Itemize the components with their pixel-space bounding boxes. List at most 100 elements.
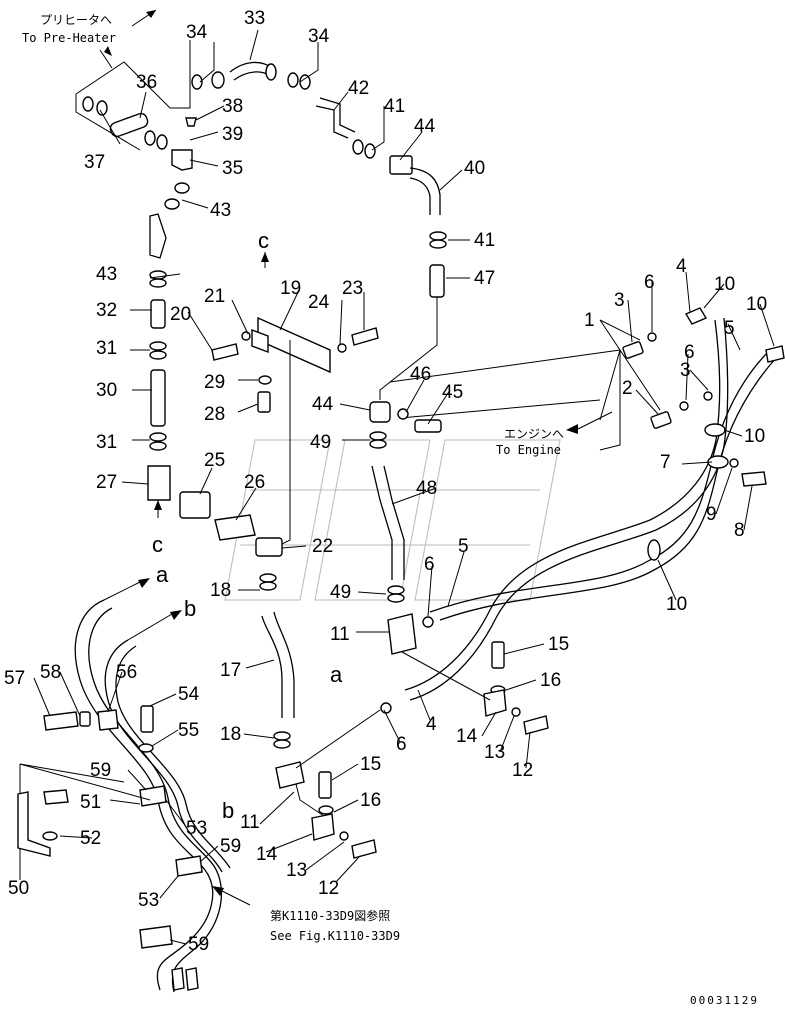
part-number-55: 55 — [178, 720, 199, 741]
connection-letter-c-bottom: c — [152, 532, 163, 557]
part-number-15b: 15 — [360, 754, 381, 775]
part-number-41b: 41 — [474, 230, 495, 251]
part-number-11a: 11 — [330, 624, 350, 645]
part-number-54: 54 — [178, 684, 200, 705]
part-number-28: 28 — [204, 404, 225, 425]
clamp-assembly-lower — [295, 709, 381, 859]
part-number-41a: 41 — [384, 96, 405, 117]
part-number-30: 30 — [96, 380, 117, 401]
part-number-56: 56 — [116, 662, 137, 683]
part-number-10b: 10 — [746, 294, 767, 315]
watermark-logo — [224, 439, 561, 601]
part-number-13b: 13 — [286, 860, 307, 881]
part-number-57: 57 — [4, 668, 25, 689]
part-number-49b: 49 — [330, 582, 351, 603]
preheater-label-jp: プリヒータへ — [40, 13, 112, 27]
part-number-51: 51 — [80, 792, 101, 813]
engine-hose-bundle — [380, 307, 785, 714]
clamp-assembly-right — [401, 641, 549, 735]
part-number-35: 35 — [222, 158, 243, 179]
part-number-24: 24 — [308, 292, 330, 313]
part-number-49a: 49 — [310, 432, 331, 453]
part-number-17: 17 — [220, 660, 241, 681]
part-number-26: 26 — [244, 472, 265, 493]
part-number-46: 46 — [410, 364, 431, 385]
part-number-7: 7 — [660, 452, 671, 473]
part-number-19: 19 — [280, 278, 301, 299]
part-number-52: 52 — [80, 828, 101, 849]
part-number-33: 33 — [244, 8, 265, 29]
engine-label-jp: エンジンへ — [504, 427, 564, 441]
part-number-16a: 16 — [540, 670, 561, 691]
part-number-13a: 13 — [484, 742, 505, 763]
part-number-44b: 44 — [312, 394, 334, 415]
part-number-29: 29 — [204, 372, 225, 393]
part-number-14b: 14 — [256, 844, 278, 865]
part-number-42: 42 — [348, 78, 369, 99]
engine-label-en: To Engine — [496, 443, 561, 457]
part-number-40: 40 — [464, 158, 485, 179]
part-number-25: 25 — [204, 450, 225, 471]
part-number-3a: 3 — [614, 290, 625, 311]
part-number-6d: 6 — [684, 342, 695, 363]
connection-letter-a-left: a — [156, 562, 169, 587]
part-number-labels: 34 33 34 36 37 38 39 35 42 41 44 40 43 4… — [4, 8, 767, 955]
part-number-15a: 15 — [548, 634, 569, 655]
drawing-code: 00031129 — [690, 994, 759, 1007]
part-number-50: 50 — [8, 878, 29, 899]
part-number-22: 22 — [312, 536, 333, 557]
part-number-39: 39 — [222, 124, 243, 145]
part-number-10c: 10 — [744, 426, 765, 447]
part-number-37: 37 — [84, 152, 105, 173]
part-number-58: 58 — [40, 662, 61, 683]
left-hose-column — [147, 252, 269, 518]
part-number-10a: 10 — [714, 274, 735, 295]
part-number-53b: 53 — [138, 890, 159, 911]
part-number-8: 8 — [734, 520, 745, 541]
annotations: プリヒータへ To Pre-Heater エンジンへ To Engine 第K1… — [22, 13, 564, 943]
part-number-43a: 43 — [210, 200, 231, 221]
see-figure-label-jp: 第K1110-33D9図参照 — [270, 908, 390, 923]
part-number-44a: 44 — [414, 116, 436, 137]
part-number-32: 32 — [96, 300, 117, 321]
part-number-31b: 31 — [96, 432, 117, 453]
part-number-27: 27 — [96, 472, 117, 493]
part-number-59a: 59 — [90, 760, 111, 781]
part-number-59b: 59 — [220, 836, 241, 857]
part-number-16b: 16 — [360, 790, 381, 811]
connection-letter-c-top: c — [258, 228, 269, 253]
part-number-20: 20 — [170, 304, 191, 325]
part-number-34b: 34 — [308, 26, 330, 47]
part-number-4b: 4 — [676, 256, 687, 277]
part-number-21: 21 — [204, 286, 225, 307]
part-number-5b: 5 — [724, 318, 735, 339]
connection-letter-b-mid: b — [222, 798, 234, 823]
part-number-34a: 34 — [186, 22, 208, 43]
part-number-53a: 53 — [186, 818, 207, 839]
connection-letters: c c a b a b — [152, 228, 343, 823]
part-number-36: 36 — [136, 72, 157, 93]
part-number-6b: 6 — [396, 734, 407, 755]
bracket-assembly — [211, 316, 379, 546]
part-number-47: 47 — [474, 268, 495, 289]
part-number-12a: 12 — [512, 760, 533, 781]
part-number-23: 23 — [342, 278, 363, 299]
part-number-10d: 10 — [666, 594, 687, 615]
part-number-3b: 3 — [680, 360, 691, 381]
part-number-6c: 6 — [644, 272, 655, 293]
part-number-14a: 14 — [456, 726, 478, 747]
heater-hose-group — [75, 9, 447, 423]
connection-letter-b-left: b — [184, 596, 196, 621]
leader-lines — [33, 29, 775, 945]
part-number-45: 45 — [442, 382, 463, 403]
part-number-12b: 12 — [318, 878, 339, 899]
part-number-18a: 18 — [210, 580, 231, 601]
part-number-4a: 4 — [426, 714, 437, 735]
preheater-label-en: To Pre-Heater — [22, 31, 116, 45]
see-figure-label-en: See Fig.K1110-33D9 — [270, 929, 400, 943]
valve-assembly — [179, 491, 331, 821]
part-number-31a: 31 — [96, 338, 117, 359]
part-number-43b: 43 — [96, 264, 117, 285]
part-number-11b: 11 — [240, 812, 260, 833]
